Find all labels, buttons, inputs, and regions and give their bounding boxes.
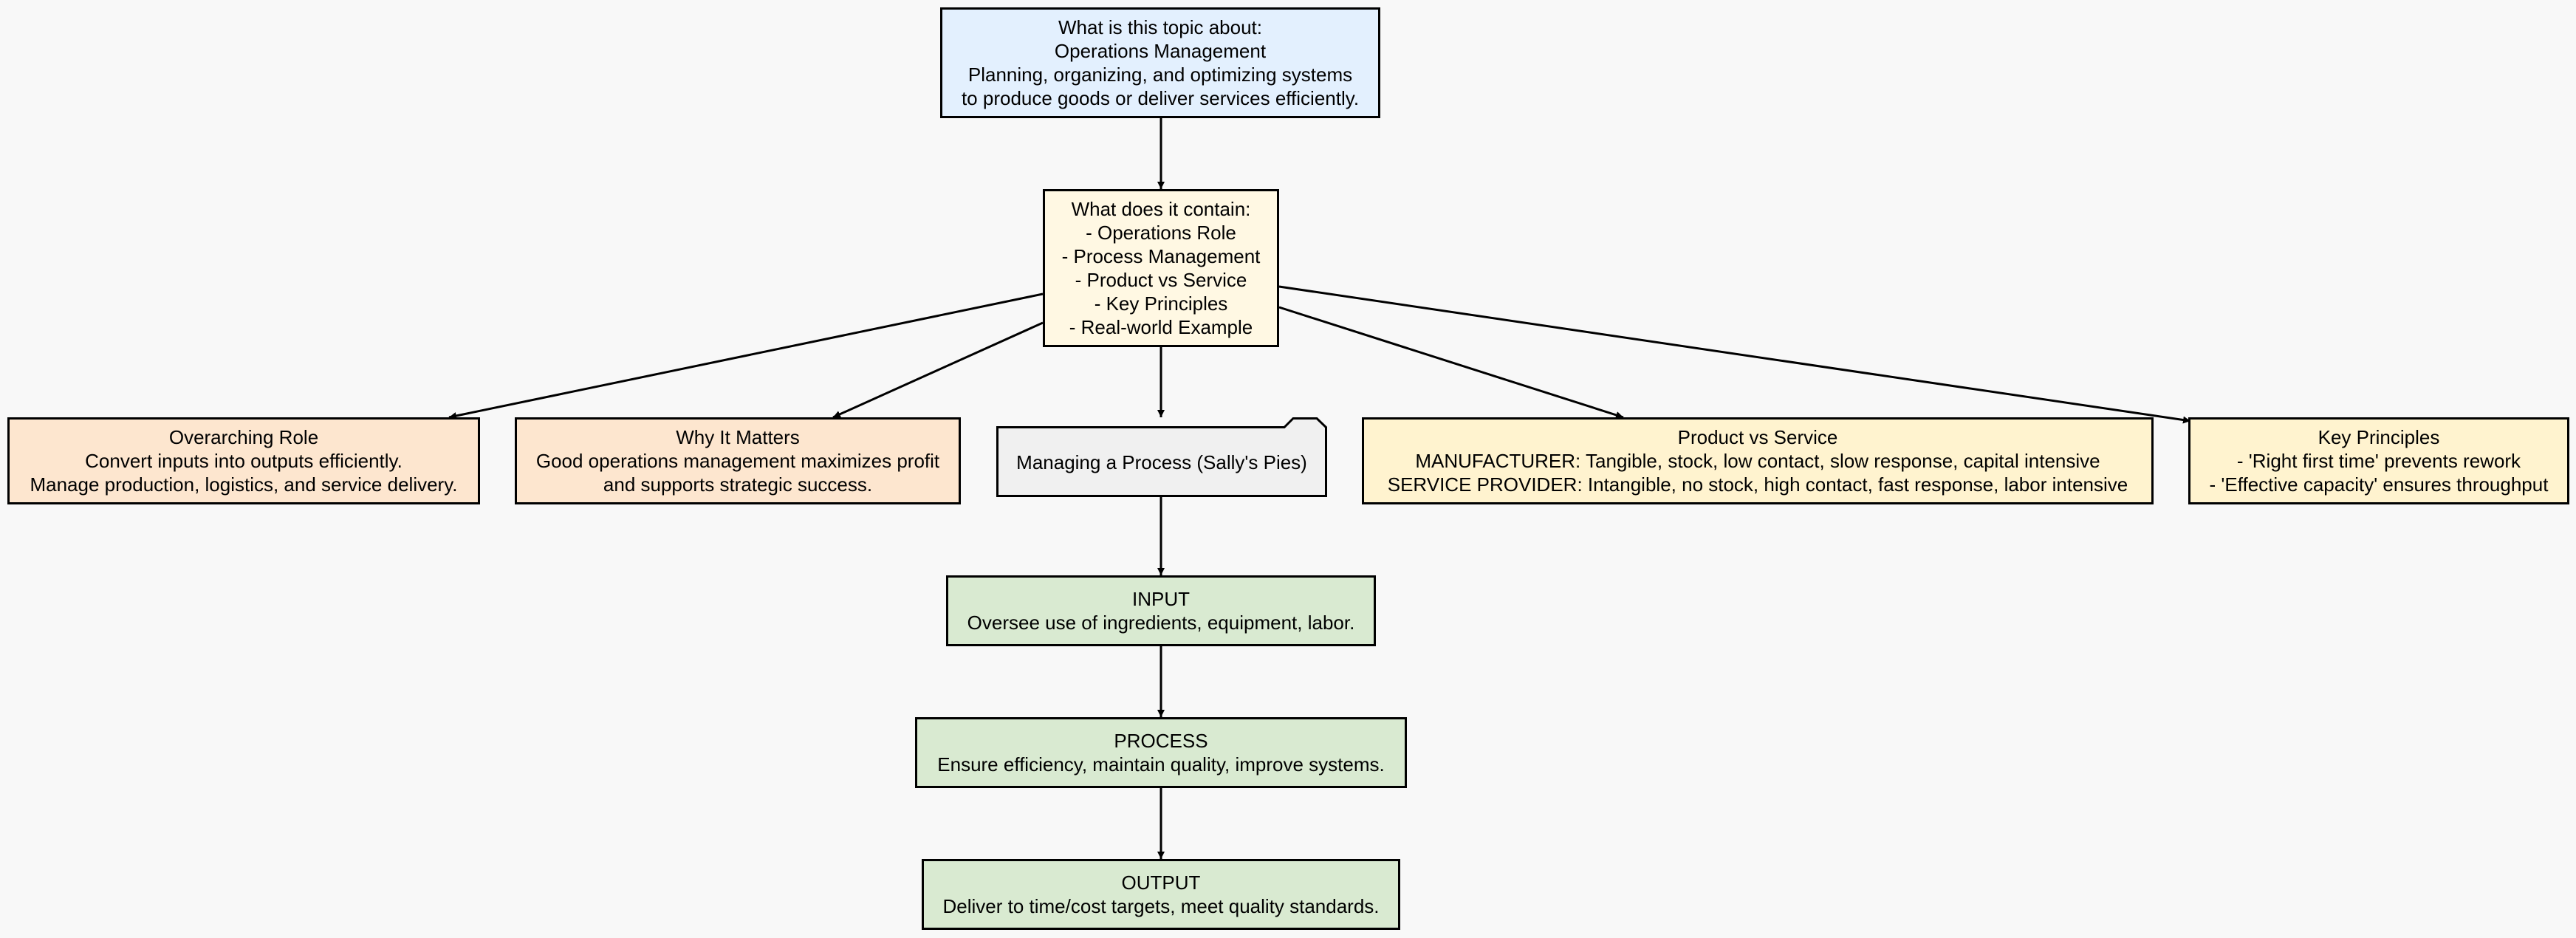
product-vs-service-node: Product vs Service MANUFACTURER: Tangibl… (1362, 417, 2154, 504)
overarching-role-line-2: Manage production, logistics, and servic… (30, 473, 458, 496)
principle-right-first-time: - 'Right first time' prevents rework (2236, 450, 2521, 472)
contents-item-real-world-example: - Real-world Example (1069, 316, 1253, 338)
edge-contents-to-matters (832, 321, 1044, 419)
output-description: Deliver to time/cost targets, meet quali… (942, 895, 1380, 917)
input-heading: INPUT (1132, 588, 1190, 610)
contents-node: What does it contain: - Operations Role … (1043, 189, 1279, 347)
output-node: OUTPUT Deliver to time/cost targets, mee… (922, 859, 1400, 930)
service-provider-line: SERVICE PROVIDER: Intangible, no stock, … (1387, 473, 2128, 496)
contents-item-process-management: - Process Management (1061, 245, 1261, 267)
contents-item-key-principles: - Key Principles (1094, 292, 1228, 315)
topic-description-line-1: Planning, organizing, and optimizing sys… (967, 64, 1353, 86)
input-description: Oversee use of ingredients, equipment, l… (967, 612, 1355, 634)
input-node: INPUT Oversee use of ingredients, equipm… (946, 575, 1376, 646)
key-principles-node: Key Principles - 'Right first time' prev… (2188, 417, 2569, 504)
managing-process-label: Managing a Process (Sally's Pies) (1016, 451, 1307, 473)
edges (448, 118, 2191, 859)
topic-description-line-2: to produce goods or deliver services eff… (961, 87, 1360, 109)
overarching-role-heading: Overarching Role (168, 426, 319, 448)
principle-effective-capacity: - 'Effective capacity' ensures throughpu… (2209, 473, 2549, 496)
contents-heading: What does it contain: (1071, 198, 1251, 220)
topic-title: Operations Management (1054, 40, 1267, 62)
key-principles-heading: Key Principles (2318, 426, 2440, 448)
process-heading: PROCESS (1114, 730, 1208, 752)
overarching-role-line-1: Convert inputs into outputs efficiently. (85, 450, 402, 472)
folder-shape (996, 417, 1327, 497)
process-description: Ensure efficiency, maintain quality, imp… (937, 753, 1385, 776)
topic-heading: What is this topic about: (1058, 16, 1263, 38)
edge-contents-to-role (448, 292, 1044, 420)
why-it-matters-line-1: Good operations management maximizes pro… (535, 450, 940, 472)
overarching-role-node: Overarching Role Convert inputs into out… (7, 417, 480, 504)
edge-contents-to-principles (1278, 285, 2191, 424)
contents-item-product-vs-service: - Product vs Service (1075, 269, 1247, 291)
product-vs-service-heading: Product vs Service (1677, 426, 1838, 448)
managing-process-folder-node: Managing a Process (Sally's Pies) (996, 417, 1327, 497)
process-node: PROCESS Ensure efficiency, maintain qual… (915, 717, 1407, 788)
contents-item-operations-role: - Operations Role (1086, 222, 1236, 244)
output-heading: OUTPUT (1121, 872, 1201, 894)
edge-contents-to-product-service (1278, 306, 1624, 419)
why-it-matters-line-2: and supports strategic success. (603, 473, 873, 496)
manufacturer-line: MANUFACTURER: Tangible, stock, low conta… (1415, 450, 2100, 472)
why-it-matters-heading: Why It Matters (676, 426, 800, 448)
topic-node: What is this topic about: Operations Man… (940, 7, 1380, 118)
why-it-matters-node: Why It Matters Good operations managemen… (515, 417, 961, 504)
